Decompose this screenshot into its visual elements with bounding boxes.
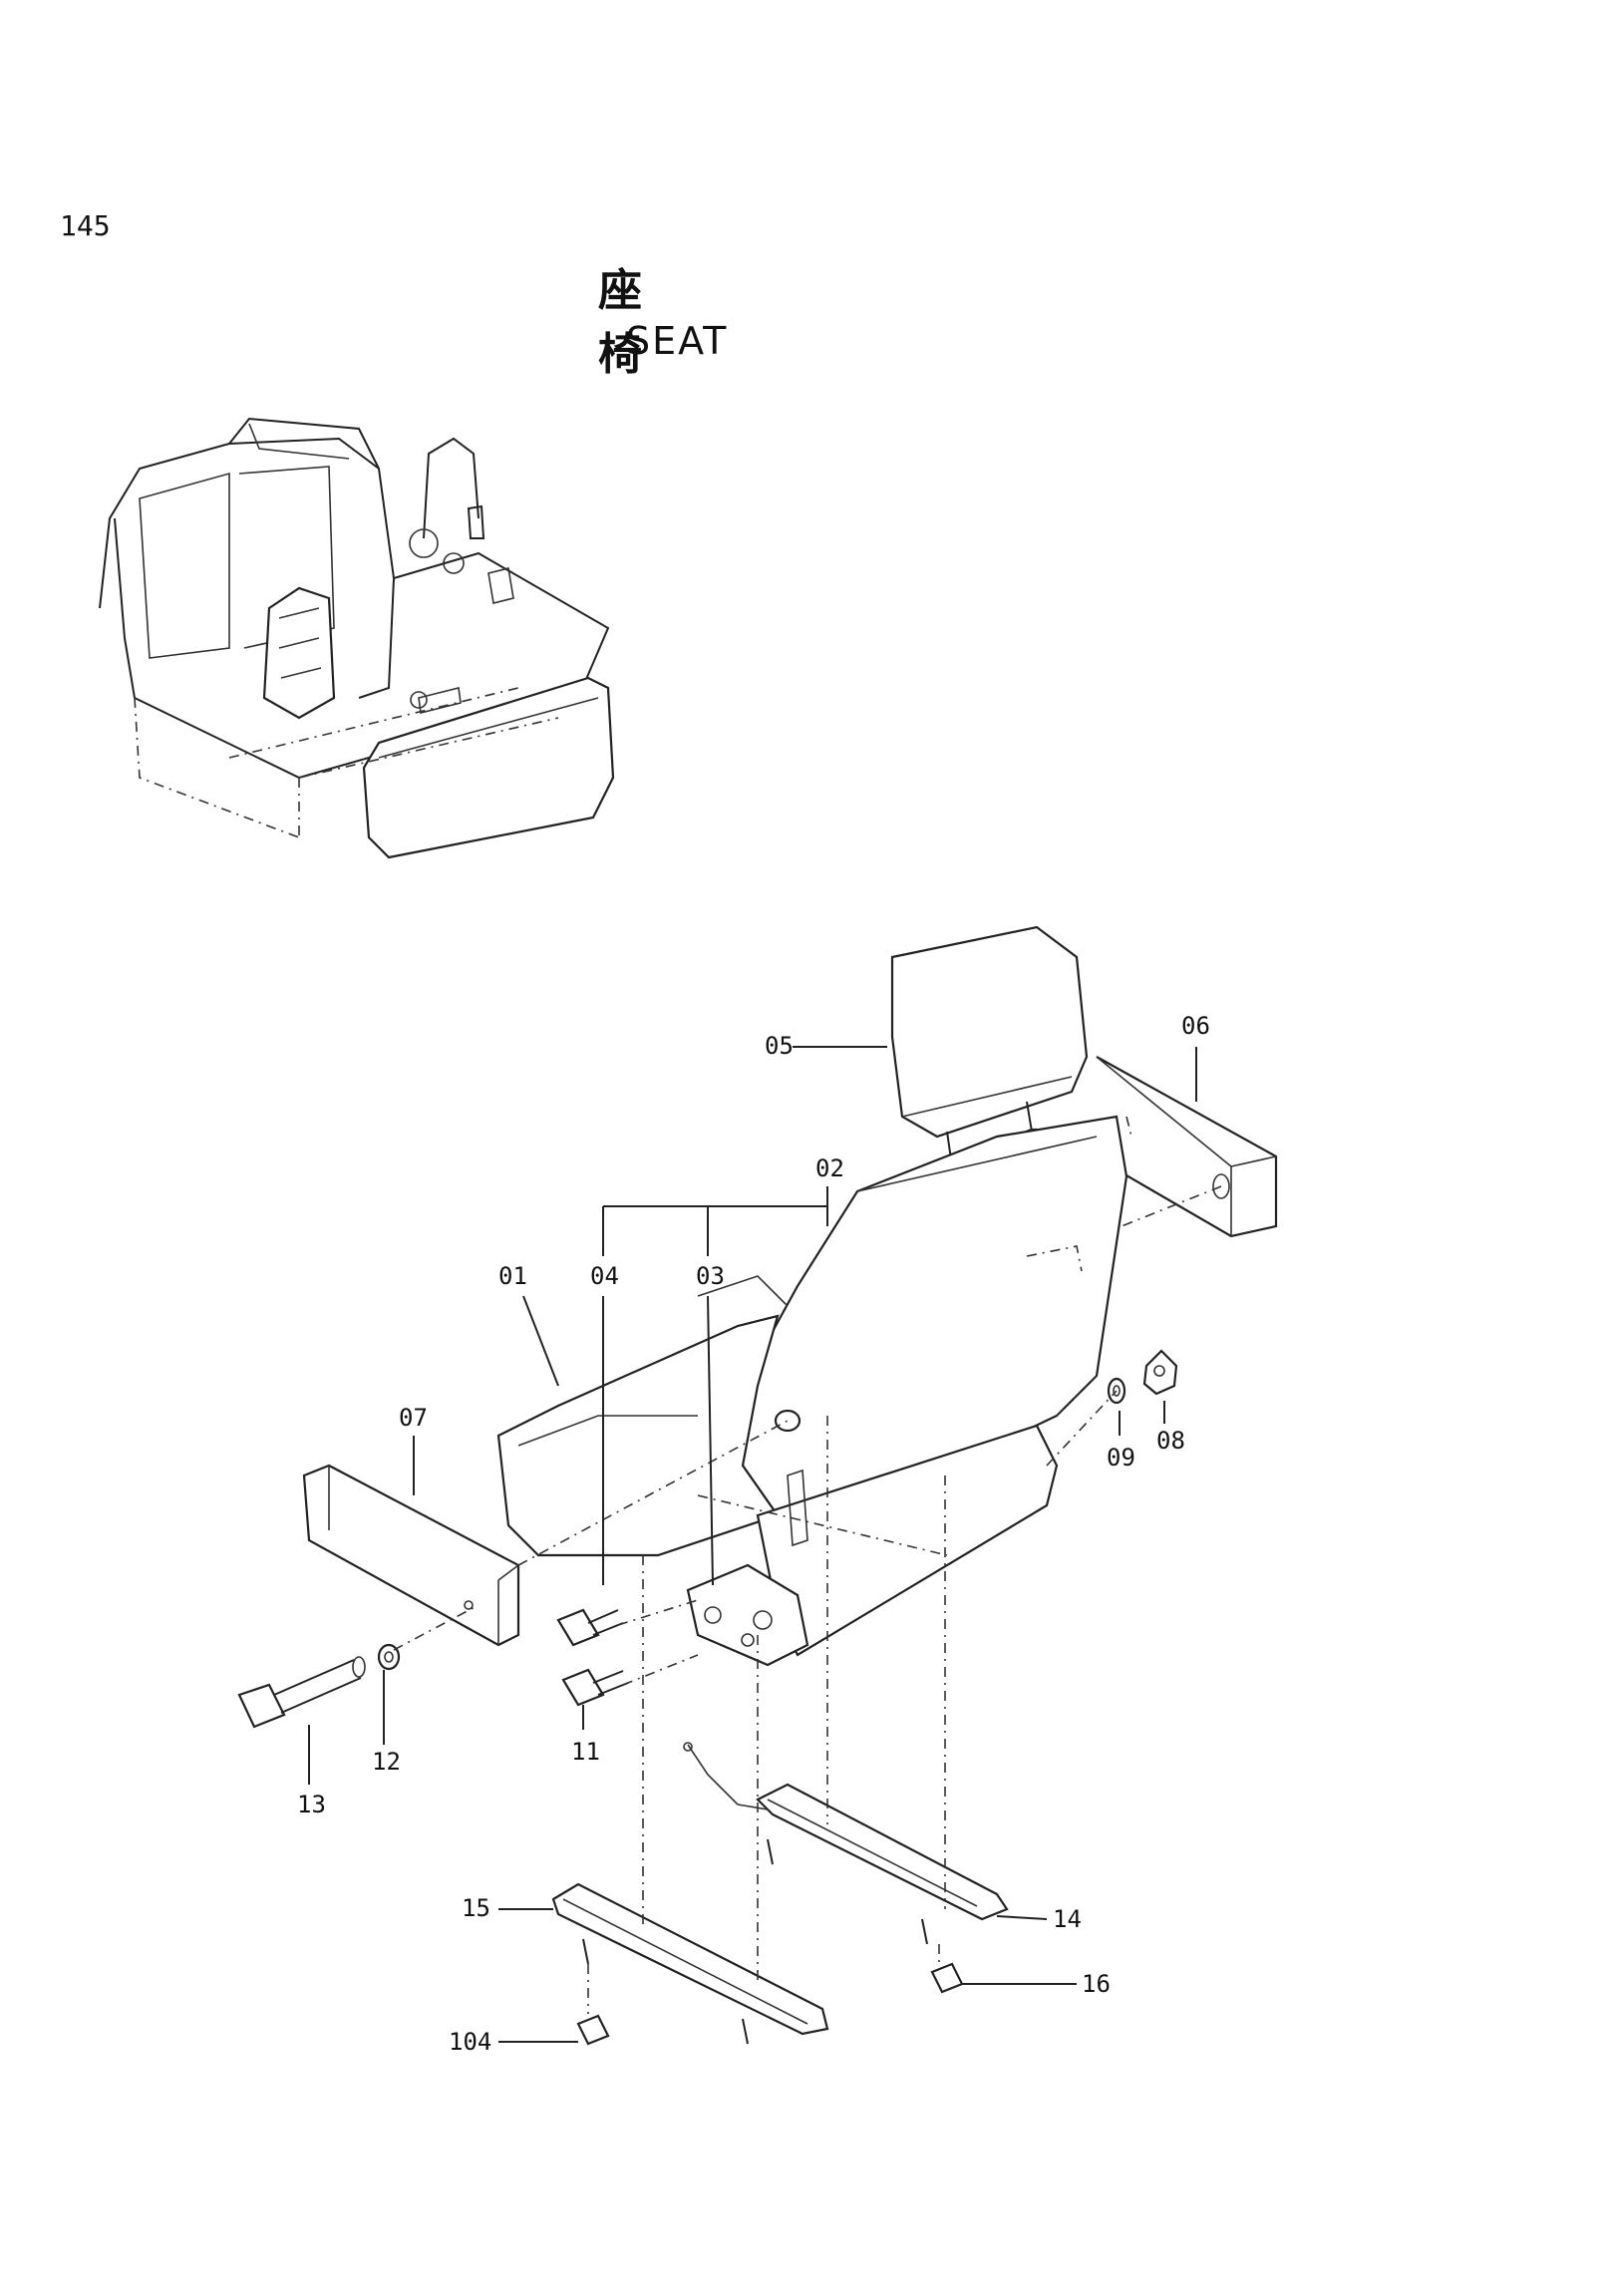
bolt-16 — [930, 1962, 964, 1994]
seat-rail-left — [551, 1882, 829, 2045]
page-number: 145 — [60, 209, 111, 242]
callout-104: 104 — [449, 2028, 491, 2056]
title-english: SEAT — [626, 319, 729, 363]
nut-08 — [1142, 1349, 1178, 1396]
callout-07: 07 — [399, 1404, 428, 1432]
seat-rail-right — [683, 1742, 1009, 1945]
bolt-104 — [576, 2014, 610, 2046]
seat-cushion — [496, 1275, 1059, 1657]
callout-16: 16 — [1082, 1970, 1111, 1998]
callout-12: 12 — [372, 1748, 401, 1776]
callout-13: 13 — [297, 1791, 326, 1818]
bolt-11 — [561, 1668, 629, 1707]
callout-01: 01 — [498, 1262, 527, 1290]
title-japanese: 座 椅 — [598, 265, 702, 380]
armrest-left — [302, 1464, 520, 1647]
recline-bracket — [686, 1409, 809, 1667]
callout-14: 14 — [1053, 1905, 1082, 1933]
callout-11: 11 — [571, 1738, 600, 1766]
bolt-04 — [556, 1608, 624, 1647]
callout-06: 06 — [1181, 1012, 1210, 1040]
excavator-overview-illustration — [99, 417, 615, 859]
callout-04: 04 — [590, 1262, 619, 1290]
bolt-13 — [237, 1656, 366, 1729]
callout-15: 15 — [462, 1894, 490, 1922]
callout-05: 05 — [765, 1032, 794, 1060]
leader-lines — [308, 1046, 1197, 2043]
callout-03: 03 — [696, 1262, 725, 1290]
callout-08: 08 — [1156, 1427, 1185, 1455]
callout-09: 09 — [1107, 1444, 1135, 1472]
washer-12 — [377, 1643, 401, 1671]
callout-02: 02 — [815, 1154, 844, 1182]
assembly-center-lines — [393, 1390, 1118, 2014]
